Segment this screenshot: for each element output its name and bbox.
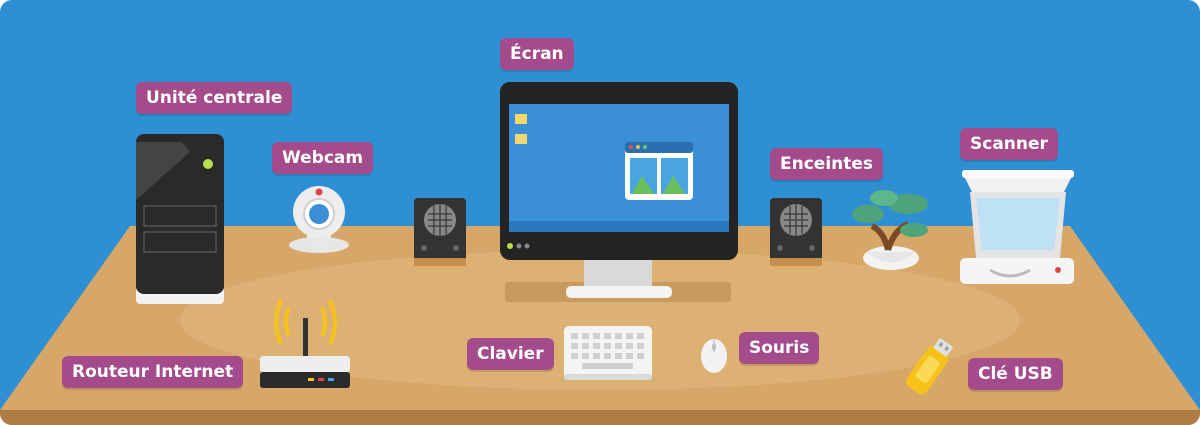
- usb-key-icon: [905, 337, 954, 395]
- tower-icon: [136, 134, 224, 304]
- label-cle-usb: Clé USB: [968, 358, 1063, 390]
- label-scanner: Scanner: [960, 128, 1058, 160]
- right-speaker-icon: [770, 198, 822, 266]
- left-speaker-icon: [414, 198, 466, 266]
- scanner-icon: [960, 170, 1074, 284]
- label-webcam: Webcam: [272, 142, 374, 174]
- label-ecran: Écran: [500, 38, 574, 70]
- label-routeur-internet: Routeur Internet: [62, 356, 244, 388]
- webcam-icon: [289, 186, 349, 253]
- label-unite-centrale: Unité centrale: [136, 82, 293, 114]
- bonsai-plant-icon: [852, 190, 928, 270]
- monitor-icon: [500, 82, 738, 302]
- keyboard-icon: [564, 326, 652, 380]
- label-souris: Souris: [739, 332, 820, 364]
- label-enceintes: Enceintes: [770, 148, 884, 180]
- mouse-icon: [701, 339, 727, 373]
- router-icon: [260, 299, 350, 388]
- label-clavier: Clavier: [467, 338, 554, 370]
